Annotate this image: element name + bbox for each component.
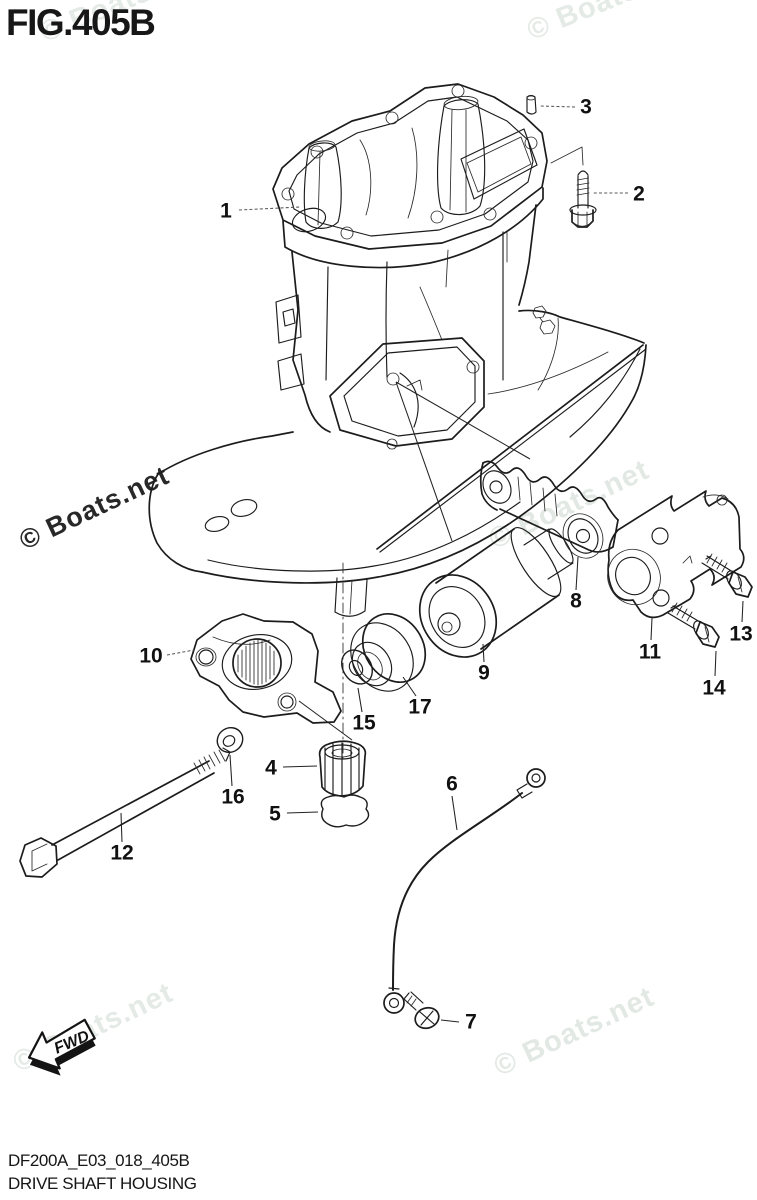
footer-part-code: DF200A_E03_018_405B (8, 1151, 190, 1170)
callout-number-12: 12 (110, 842, 133, 865)
watermark-text-6: © Boats.net (489, 981, 659, 1083)
callout-number-14: 14 (702, 677, 726, 700)
callout-leader-13 (741, 600, 744, 623)
callout-number-9: 9 (478, 662, 490, 685)
part-17-bushing-drawing (350, 613, 427, 692)
callout-leader-14 (714, 650, 717, 677)
callout-leader-1 (238, 206, 301, 211)
part-2-bolt-drawing (550, 146, 597, 228)
callout-number-7: 7 (465, 1011, 477, 1034)
part-11-bracket-drawing (607, 490, 745, 619)
figure-title: FIG.405B (6, 2, 156, 43)
part-3-pin-drawing (526, 94, 537, 115)
watermark-text-2: © Boats.net (523, 0, 695, 47)
callout-leader-12 (120, 812, 123, 843)
callout-number-13: 13 (729, 623, 752, 646)
callout-leader-8 (575, 556, 579, 591)
callout-leader-10 (166, 649, 195, 656)
callout-leader-3 (539, 105, 576, 108)
callout-number-8: 8 (570, 590, 582, 613)
part-5-shim-drawing (320, 794, 370, 828)
fin-fastener-details (532, 305, 556, 335)
callout-number-11: 11 (639, 641, 662, 664)
callout-leader-4 (282, 765, 318, 768)
callout-leader-16 (229, 754, 233, 787)
footer: DF200A_E03_018_405B DRIVE SHAFT HOUSING (8, 1149, 197, 1195)
part-12-bolt-drawing (19, 747, 231, 878)
callout-leader-5 (286, 811, 319, 814)
part-8-damper-drawing (479, 460, 619, 559)
fwd-direction-arrow: FWD (27, 1018, 96, 1076)
part-13-bolt-drawing (701, 553, 753, 598)
callout-number-3: 3 (580, 96, 592, 119)
flange-bolt-holes (281, 84, 538, 240)
watermark-layer: © Boats.net© Boats.net© Boats.net© Boats… (8, 0, 694, 1083)
part-15-washer-drawing (341, 649, 373, 685)
part-14-bolt-drawing (667, 602, 720, 648)
callout-leader-7 (440, 1019, 460, 1023)
callout-leader-9 (482, 643, 485, 663)
part-7-screw-drawing (403, 991, 440, 1030)
part-6-cable-drawing (383, 768, 546, 1014)
callout-leader-6 (451, 795, 458, 831)
part-10-bracket-drawing (190, 613, 353, 741)
footer-assembly-name: DRIVE SHAFT HOUSING (8, 1174, 197, 1193)
callout-number-15: 15 (352, 712, 376, 735)
part-9-mount-drawing (418, 527, 574, 658)
part-1-drive-shaft-housing-drawing (148, 83, 647, 759)
callout-leader-11 (650, 617, 653, 641)
callout-number-16: 16 (221, 786, 244, 809)
callout-number-1: 1 (220, 200, 232, 223)
part-4-damper-drawing (318, 740, 367, 797)
callout-number-2: 2 (633, 183, 645, 206)
part-16-washer-drawing (216, 726, 244, 754)
callout-leader-17 (402, 676, 417, 697)
callout-number-4: 4 (265, 757, 277, 780)
callout-leader-15 (357, 687, 363, 713)
callout-number-10: 10 (139, 645, 162, 668)
callout-number-5: 5 (269, 803, 281, 826)
callout-number-17: 17 (408, 696, 431, 719)
callout-number-6: 6 (446, 773, 458, 796)
